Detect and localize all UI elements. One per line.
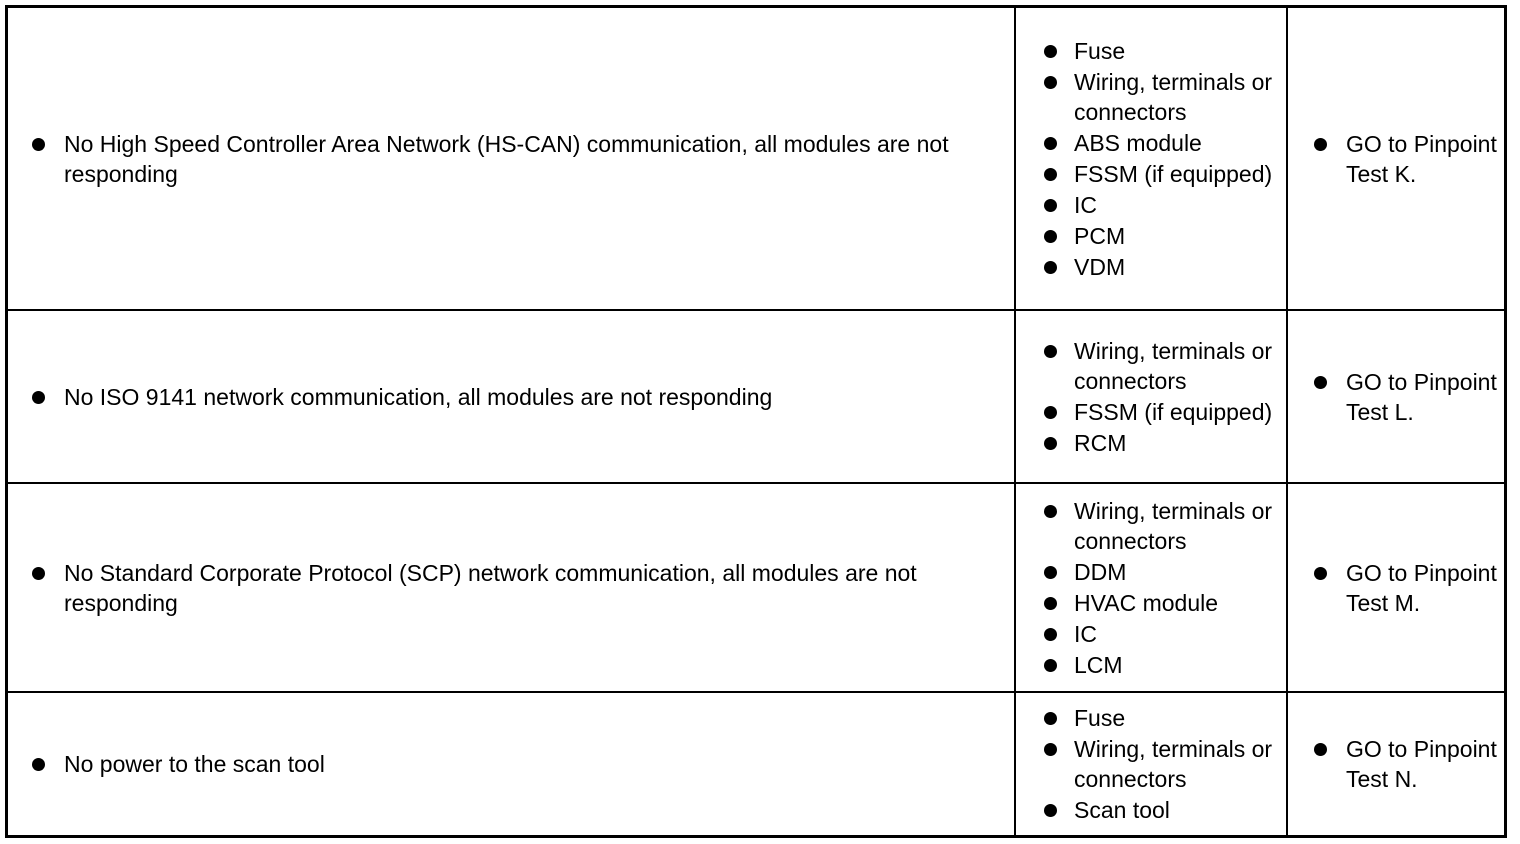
possible-source-item: HVAC module [1018, 588, 1288, 618]
possible-source-item: LCM [1018, 650, 1288, 680]
possible-sources-cell: Fuse Wiring, terminals or connectors ABS… [1018, 8, 1288, 309]
row-divider [5, 691, 1507, 693]
possible-source-item: RCM [1018, 428, 1288, 458]
action-cell: GO to Pinpoint Test N. [1290, 693, 1504, 835]
action-text: GO to Pinpoint Test N. [1290, 734, 1504, 794]
possible-source-item: FSSM (if equipped) [1018, 397, 1288, 427]
column-divider [1014, 5, 1016, 838]
condition-cell: No Standard Corporate Protocol (SCP) net… [8, 484, 1016, 691]
possible-source-item: IC [1018, 190, 1288, 220]
condition-cell: No ISO 9141 network communication, all m… [8, 311, 1016, 482]
possible-source-item: Wiring, terminals or connectors [1018, 496, 1288, 556]
condition-text: No Standard Corporate Protocol (SCP) net… [8, 558, 1016, 618]
possible-source-item: PCM [1018, 221, 1288, 251]
possible-source-item: Wiring, terminals or connectors [1018, 734, 1288, 794]
table-row: No High Speed Controller Area Network (H… [8, 8, 1504, 309]
possible-source-item: Fuse [1018, 703, 1288, 733]
symptom-table [5, 5, 1507, 838]
possible-source-item: VDM [1018, 252, 1288, 282]
condition-text: No ISO 9141 network communication, all m… [8, 382, 788, 412]
condition-text: No power to the scan tool [8, 749, 341, 779]
action-cell: GO to Pinpoint Test M. [1290, 484, 1504, 691]
condition-text: No High Speed Controller Area Network (H… [8, 129, 1016, 189]
row-divider [5, 309, 1507, 311]
possible-sources-cell: Wiring, terminals or connectors DDM HVAC… [1018, 484, 1288, 691]
action-cell: GO to Pinpoint Test L. [1290, 311, 1504, 482]
possible-source-item: IC [1018, 619, 1288, 649]
column-divider [1286, 5, 1288, 838]
condition-cell: No power to the scan tool [8, 693, 1016, 835]
possible-source-item: Wiring, terminals or connectors [1018, 67, 1288, 127]
action-text: GO to Pinpoint Test K. [1290, 129, 1504, 189]
possible-sources-cell: Fuse Wiring, terminals or connectors Sca… [1018, 693, 1288, 835]
table-row: No Standard Corporate Protocol (SCP) net… [8, 484, 1504, 691]
possible-source-item: Scan tool [1018, 795, 1288, 825]
condition-cell: No High Speed Controller Area Network (H… [8, 8, 1016, 309]
table-row: No ISO 9141 network communication, all m… [8, 311, 1504, 482]
possible-source-item: Fuse [1018, 36, 1288, 66]
possible-source-item: FSSM (if equipped) [1018, 159, 1288, 189]
possible-source-item: DDM [1018, 557, 1288, 587]
action-text: GO to Pinpoint Test M. [1290, 558, 1504, 618]
table-row: No power to the scan tool Fuse Wiring, t… [8, 693, 1504, 835]
possible-source-item: ABS module [1018, 128, 1288, 158]
possible-sources-cell: Wiring, terminals or connectors FSSM (if… [1018, 311, 1288, 482]
action-cell: GO to Pinpoint Test K. [1290, 8, 1504, 309]
possible-source-item: Wiring, terminals or connectors [1018, 336, 1288, 396]
action-text: GO to Pinpoint Test L. [1290, 367, 1504, 427]
row-divider [5, 482, 1507, 484]
